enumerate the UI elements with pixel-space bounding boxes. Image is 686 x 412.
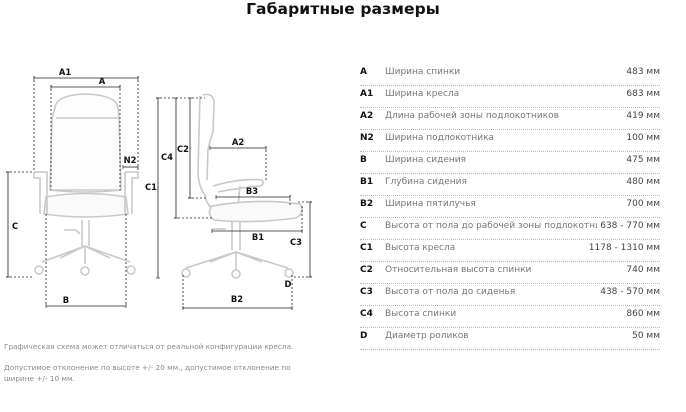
spec-row: A1 Ширина кресла 683 мм — [360, 85, 660, 108]
spec-row: B2 Ширина пятилучья 700 мм — [360, 195, 660, 218]
label-C4: C4 — [161, 152, 173, 162]
side-chair-drawing — [181, 93, 304, 279]
label-C3: C3 — [290, 237, 302, 247]
label-C2: C2 — [177, 144, 189, 154]
label-B3: B3 — [246, 186, 258, 196]
spec-code: B2 — [360, 199, 374, 209]
spec-code: A1 — [360, 89, 374, 99]
spec-label: Ширина подлокотника — [385, 133, 495, 143]
label-B: B — [63, 295, 69, 305]
spec-row: C4 Высота спинки 860 мм — [360, 305, 660, 328]
spec-label: Длина рабочей зоны подлокотников — [385, 111, 559, 121]
spec-row: A Ширина спинки 483 мм — [360, 63, 660, 86]
spec-label: Глубина сидения — [385, 177, 467, 187]
spec-value: 740 мм — [623, 265, 660, 275]
spec-value: 1178 - 1310 мм — [585, 243, 660, 253]
label-B2: B2 — [231, 294, 243, 304]
label-A2: A2 — [232, 137, 244, 147]
spec-value: 480 мм — [623, 177, 660, 187]
spec-code: B — [360, 155, 367, 165]
label-A1: A1 — [59, 67, 71, 77]
tolerance-note: Допустимое отклонение по высоте +/- 20 м… — [4, 363, 291, 383]
spec-label: Диаметр роликов — [385, 331, 469, 341]
spec-code: N2 — [360, 133, 374, 143]
spec-label: Высота спинки — [385, 309, 457, 319]
spec-row: C3 Высота от пола до сиденья 438 - 570 м… — [360, 283, 660, 306]
spec-value: 683 мм — [623, 89, 660, 99]
spec-code: C2 — [360, 265, 373, 275]
spec-code: A2 — [360, 111, 374, 121]
spec-code: B1 — [360, 177, 374, 187]
label-D: D — [285, 279, 292, 289]
spec-row: C Высота от пола до рабочей зоны подлоко… — [360, 217, 660, 240]
spec-label: Ширина кресла — [385, 89, 460, 99]
front-dimension-lines — [6, 76, 139, 308]
spec-value: 438 - 570 мм — [597, 287, 660, 297]
spec-value: 700 мм — [623, 199, 660, 209]
spec-row: A2 Длина рабочей зоны подлокотников 419 … — [360, 107, 660, 130]
spec-row: B Ширина сидения 475 мм — [360, 151, 660, 174]
label-C1: C1 — [145, 182, 157, 192]
spec-code: C1 — [360, 243, 373, 253]
disclaimer-note: Графическая схема может отличаться от ре… — [4, 342, 294, 351]
spec-row: N2 Ширина подлокотника 100 мм — [360, 129, 660, 152]
spec-label: Высота кресла — [385, 243, 456, 253]
spec-row: C2 Относительная высота спинки 740 мм — [360, 261, 660, 284]
spec-value: 419 мм — [623, 111, 660, 121]
spec-code: D — [360, 331, 368, 341]
side-dimension-lines — [156, 97, 312, 310]
label-B1: B1 — [252, 232, 264, 242]
spec-row: D Диаметр роликов 50 мм — [360, 327, 660, 350]
spec-value: 638 - 770 мм — [597, 221, 660, 231]
spec-code: A — [360, 67, 367, 77]
spec-row: C1 Высота кресла 1178 - 1310 мм — [360, 239, 660, 262]
spec-row: B1 Глубина сидения 480 мм — [360, 173, 660, 196]
spec-value: 100 мм — [623, 133, 660, 143]
spec-label: Высота от пола до сиденья — [385, 287, 516, 297]
spec-label: Относительная высота спинки — [385, 265, 532, 275]
label-A: A — [99, 76, 106, 86]
spec-code: C — [360, 221, 367, 231]
spec-label: Ширина спинки — [385, 67, 461, 77]
spec-label: Ширина пятилучья — [385, 199, 476, 209]
spec-code: C3 — [360, 287, 373, 297]
label-C: C — [12, 221, 18, 231]
front-chair-drawing — [33, 93, 139, 276]
spec-value: 483 мм — [623, 67, 660, 77]
label-N2: N2 — [124, 155, 137, 165]
spec-label: Высота от пола до рабочей зоны подлокотн… — [385, 221, 618, 231]
spec-value: 860 мм — [623, 309, 660, 319]
spec-value: 475 мм — [623, 155, 660, 165]
spec-label: Ширина сидения — [385, 155, 466, 165]
page-title: Габаритные размеры — [246, 0, 440, 18]
spec-code: C4 — [360, 309, 373, 319]
spec-value: 50 мм — [629, 331, 660, 341]
